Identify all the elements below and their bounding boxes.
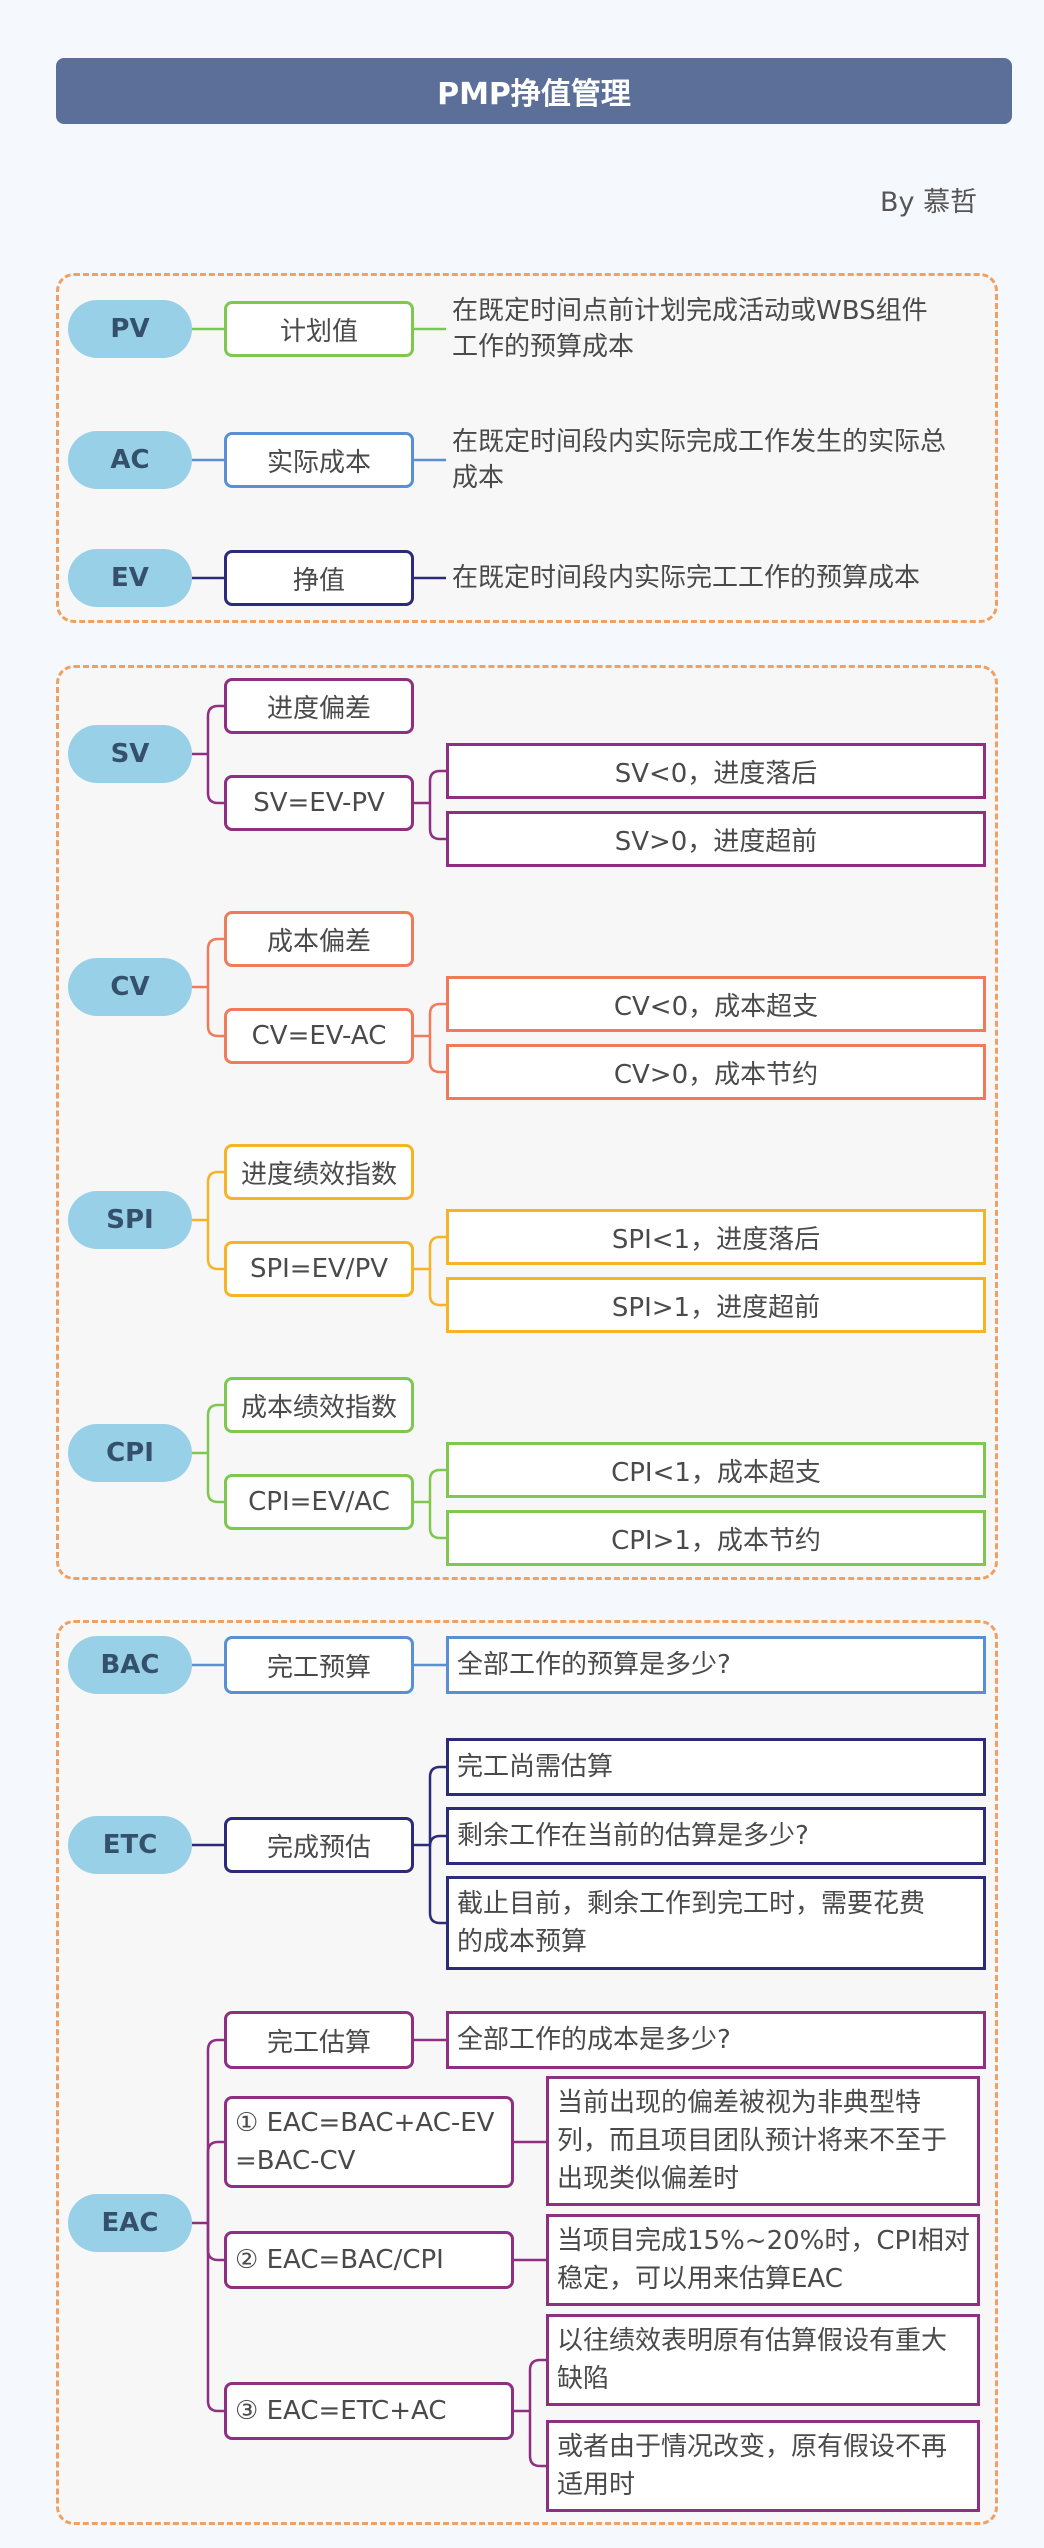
connector-line xyxy=(206,987,224,1038)
desc-box-bac[interactable]: 全部工作的预算是多少? xyxy=(446,1636,986,1694)
term-box-eac[interactable]: 完工估算 xyxy=(224,2011,414,2069)
eac-formula-line: ① EAC=BAC+AC-EV xyxy=(235,2108,495,2138)
connector-line xyxy=(428,1765,446,1845)
connector-line xyxy=(206,1170,224,1220)
connector-line xyxy=(206,2223,224,2262)
term-box-bac[interactable]: 完工预算 xyxy=(224,1636,414,1694)
connector-line xyxy=(206,2223,224,2413)
etc-item-line: 截止目前，剩余工作到完工时，需要花费 xyxy=(457,1889,926,1919)
connector-line xyxy=(206,754,224,805)
eac-note-box[interactable]: 或者由于情况改变，原有假设不再 适用时 xyxy=(546,2420,980,2512)
eac-note-line: 以往绩效表明原有估算假设有重大 xyxy=(557,2326,948,2356)
result-box-cv-neg[interactable]: CV<0，成本超支 xyxy=(446,976,986,1032)
connector-line xyxy=(206,2038,224,2223)
eac-formula-box-2[interactable]: ② EAC=BAC/CPI xyxy=(224,2231,514,2289)
formula-box-sv[interactable]: SV=EV-PV xyxy=(224,775,414,831)
desc-ac-line: 成本 xyxy=(452,463,505,493)
root-node-cpi[interactable]: CPI xyxy=(68,1424,192,1482)
eac-formula-box-3[interactable]: ③ EAC=ETC+AC xyxy=(224,2382,514,2440)
result-box-cpi-neg[interactable]: CPI<1，成本超支 xyxy=(446,1442,986,1498)
name-box-cpi[interactable]: 成本绩效指数 xyxy=(224,1377,414,1433)
formula-box-cpi[interactable]: CPI=EV/AC xyxy=(224,1474,414,1530)
root-node-ev[interactable]: EV xyxy=(68,549,192,607)
desc-pv: 在既定时间点前计划完成活动或WBS组件 工作的预算成本 xyxy=(452,293,992,365)
formula-box-spi[interactable]: SPI=EV/PV xyxy=(224,1241,414,1297)
connector-line xyxy=(528,2411,546,2468)
root-node-eac[interactable]: EAC xyxy=(68,2194,192,2252)
connector-line xyxy=(428,1845,446,1925)
connector-line xyxy=(428,1834,446,1847)
term-box-ev[interactable]: 挣值 xyxy=(224,550,414,606)
eac-note-line: 稳定，可以用来估算EAC xyxy=(557,2264,843,2294)
connector-line xyxy=(428,1002,446,1036)
desc-ac-line: 在既定时间段内实际完成工作发生的实际总 xyxy=(452,427,947,457)
desc-pv-line: 在既定时间点前计划完成活动或WBS组件 xyxy=(452,296,928,326)
eac-note-line: 适用时 xyxy=(557,2470,636,2500)
connector-line xyxy=(206,1453,224,1504)
name-box-spi[interactable]: 进度绩效指数 xyxy=(224,1144,414,1200)
group-basic-values xyxy=(56,273,998,623)
page-title: PMP挣值管理 xyxy=(56,58,1012,124)
eac-note-box[interactable]: 以往绩效表明原有估算假设有重大 缺陷 xyxy=(546,2314,980,2406)
connector-line xyxy=(428,1036,446,1074)
root-node-pv[interactable]: PV xyxy=(68,300,192,358)
formula-box-cv[interactable]: CV=EV-AC xyxy=(224,1008,414,1064)
etc-item-box[interactable]: 剩余工作在当前的估算是多少? xyxy=(446,1807,986,1865)
name-box-sv[interactable]: 进度偏差 xyxy=(224,678,414,734)
eac-formula-line: =BAC-CV xyxy=(235,2146,356,2176)
author-label: By 慕哲 xyxy=(880,187,978,218)
desc-ac: 在既定时间段内实际完成工作发生的实际总 成本 xyxy=(452,424,992,496)
eac-note-line: 出现类似偏差时 xyxy=(557,2164,740,2194)
desc-box-eac[interactable]: 全部工作的成本是多少? xyxy=(446,2011,986,2069)
desc-ev-line: 在既定时间段内实际完工工作的预算成本 xyxy=(452,563,921,593)
etc-item-box[interactable]: 完工尚需估算 xyxy=(446,1738,986,1796)
etc-item-box[interactable]: 截止目前，剩余工作到完工时，需要花费 的成本预算 xyxy=(446,1876,986,1970)
eac-note-box[interactable]: 当项目完成15%~20%时，CPI相对 稳定，可以用来估算EAC xyxy=(546,2214,980,2306)
result-box-cpi-pos[interactable]: CPI>1，成本节约 xyxy=(446,1510,986,1566)
connector-line xyxy=(206,704,224,754)
eac-note-line: 列，而且项目团队预计将来不至于 xyxy=(557,2126,948,2156)
etc-item-line: 的成本预算 xyxy=(457,1927,588,1957)
root-node-spi[interactable]: SPI xyxy=(68,1191,192,1249)
result-box-cv-pos[interactable]: CV>0，成本节约 xyxy=(446,1044,986,1100)
result-box-spi-pos[interactable]: SPI>1，进度超前 xyxy=(446,1277,986,1333)
eac-note-box[interactable]: 当前出现的偏差被视为非典型特 列，而且项目团队预计将来不至于 出现类似偏差时 xyxy=(546,2076,980,2206)
term-box-pv[interactable]: 计划值 xyxy=(224,301,414,357)
desc-pv-line: 工作的预算成本 xyxy=(452,332,635,362)
desc-ev: 在既定时间段内实际完工工作的预算成本 xyxy=(452,560,992,596)
eac-note-line: 缺陷 xyxy=(557,2364,610,2394)
result-box-spi-neg[interactable]: SPI<1，进度落后 xyxy=(446,1209,986,1265)
connector-line xyxy=(428,1502,446,1540)
eac-note-line: 或者由于情况改变，原有假设不再 xyxy=(557,2432,948,2462)
connector-line xyxy=(206,937,224,987)
root-node-sv[interactable]: SV xyxy=(68,725,192,783)
connector-line xyxy=(428,1235,446,1269)
root-node-ac[interactable]: AC xyxy=(68,431,192,489)
connector-line xyxy=(428,1468,446,1502)
root-node-etc[interactable]: ETC xyxy=(68,1816,192,1874)
root-node-bac[interactable]: BAC xyxy=(68,1636,192,1694)
connector-line xyxy=(206,1220,224,1271)
term-box-ac[interactable]: 实际成本 xyxy=(224,432,414,488)
root-node-cv[interactable]: CV xyxy=(68,958,192,1016)
name-box-cv[interactable]: 成本偏差 xyxy=(224,911,414,967)
connector-line xyxy=(206,2140,224,2223)
eac-note-line: 当前出现的偏差被视为非典型特 xyxy=(557,2088,922,2118)
eac-note-line: 当项目完成15%~20%时，CPI相对 xyxy=(557,2226,970,2256)
result-box-sv-neg[interactable]: SV<0，进度落后 xyxy=(446,743,986,799)
connector-line xyxy=(428,803,446,841)
connector-line xyxy=(428,769,446,803)
connector-line xyxy=(528,2358,546,2411)
eac-formula-box-1[interactable]: ① EAC=BAC+AC-EV =BAC-CV xyxy=(224,2096,514,2188)
result-box-sv-pos[interactable]: SV>0，进度超前 xyxy=(446,811,986,867)
connector-line xyxy=(206,1403,224,1453)
connector-line xyxy=(428,1269,446,1307)
term-box-etc[interactable]: 完成预估 xyxy=(224,1817,414,1873)
